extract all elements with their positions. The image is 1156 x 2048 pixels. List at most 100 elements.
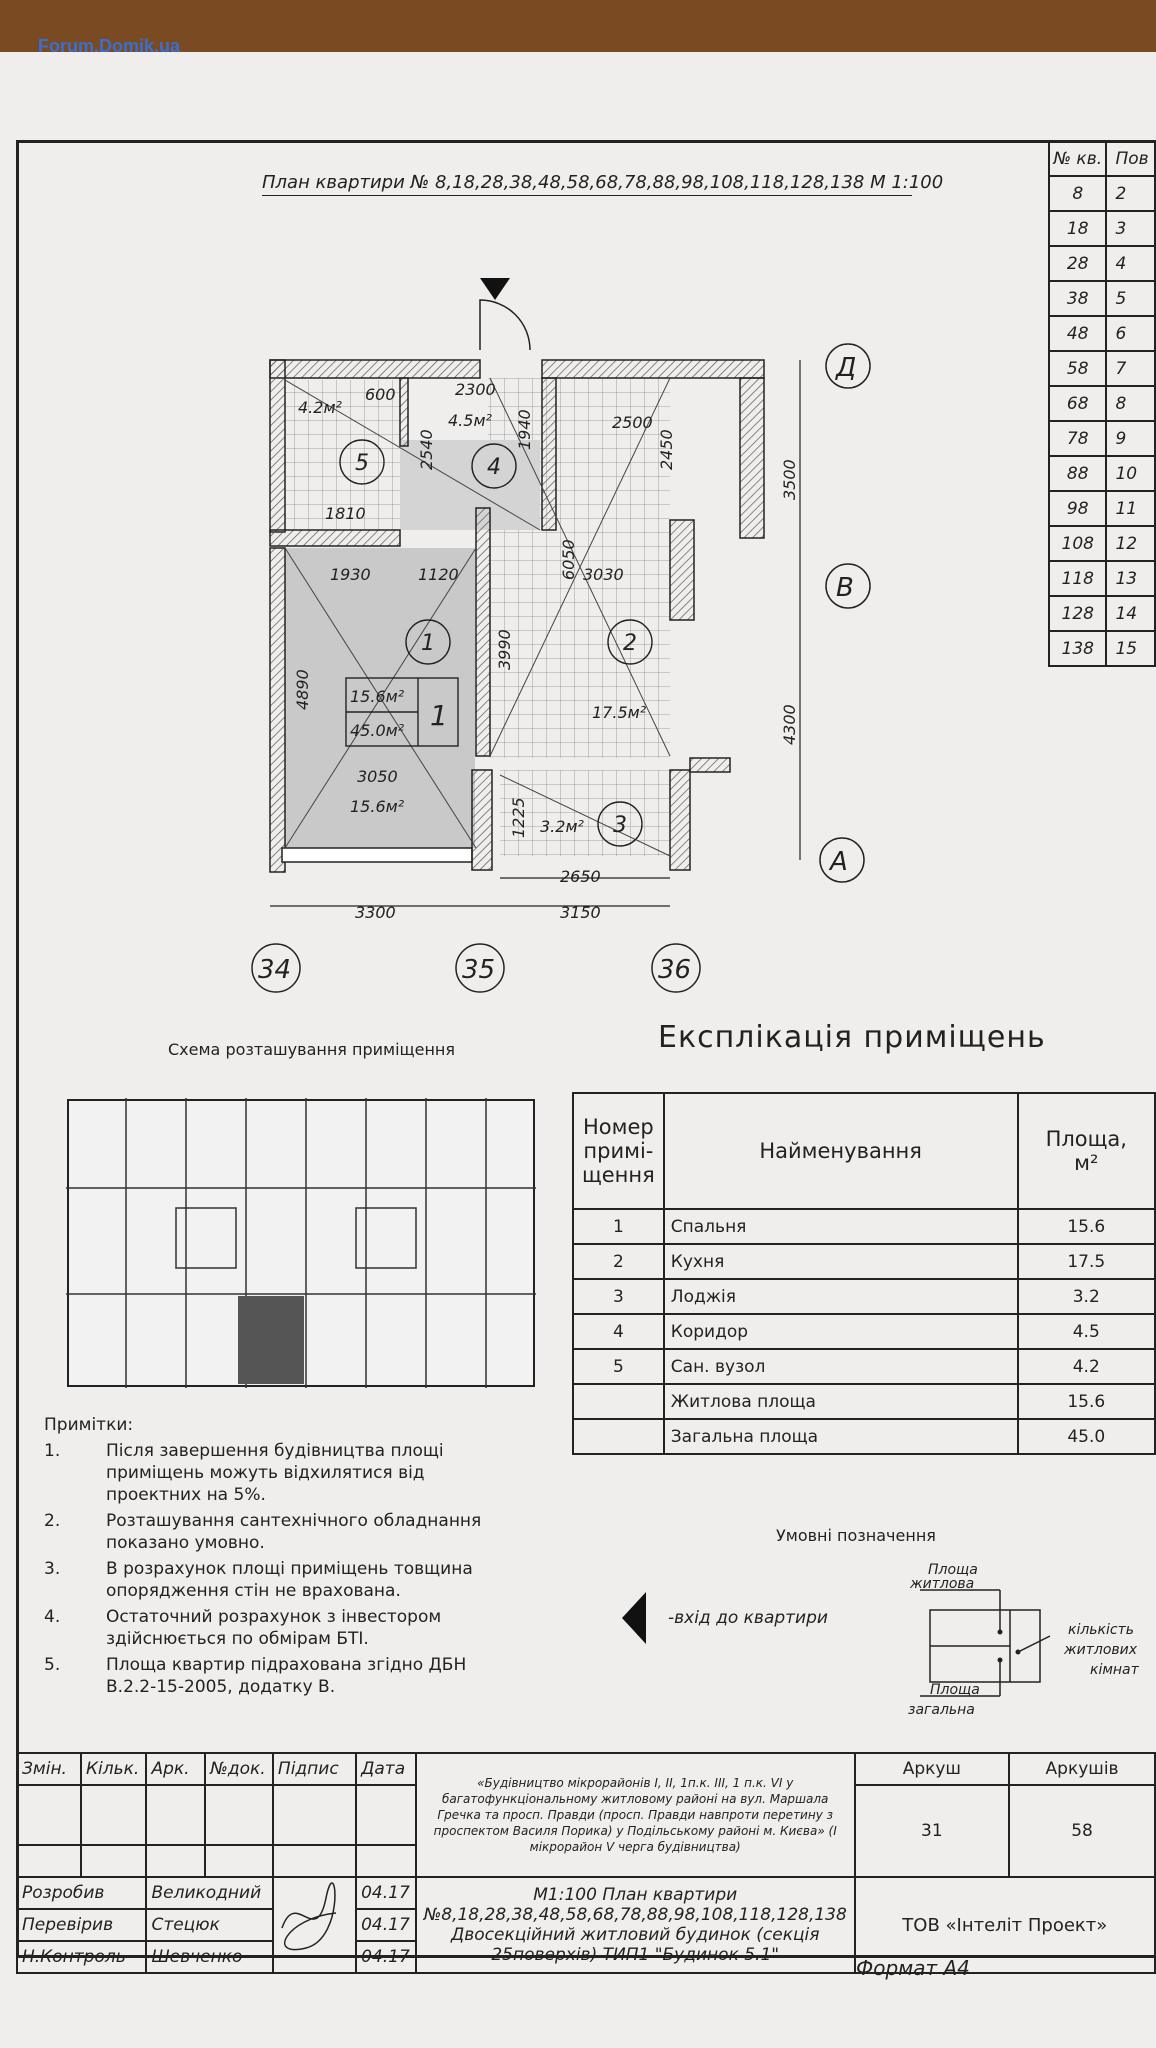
table-cell: 98 <box>1047 490 1108 527</box>
table-cell: 48 <box>1047 315 1108 352</box>
legend-entry: -вхід до квартири <box>668 1608 828 1628</box>
legend-rooms-l2: житлових <box>1063 1642 1138 1658</box>
dim-3150: 3150 <box>560 903 601 922</box>
notes: Примітки: 1.Після завершення будівництва… <box>44 1414 564 1698</box>
title-underline <box>262 195 912 196</box>
label-box-total: 45.0м² <box>350 721 405 740</box>
legend-rooms-l3: кімнат <box>1090 1662 1140 1678</box>
legend-caption: Умовні позначення <box>776 1526 936 1545</box>
corridor-floor <box>400 440 540 530</box>
table-cell: 11 <box>1105 490 1156 527</box>
signature <box>271 1876 358 1974</box>
area-room-5: 4.2м² <box>298 398 343 417</box>
dim-3500: 3500 <box>780 459 799 500</box>
legend-total-l2: загальна <box>908 1702 975 1718</box>
area-room-4: 4.5м² <box>448 411 493 430</box>
table-cell: 5 <box>1105 280 1156 317</box>
table-cell: 118 <box>1047 560 1108 597</box>
axis-row-V: В <box>836 573 854 603</box>
dim-2650: 2650 <box>560 867 601 886</box>
table-cell: 138 <box>1047 630 1108 667</box>
table-cell: 13 <box>1105 560 1156 597</box>
room-number-5: 5 <box>355 451 369 476</box>
dim-2450: 2450 <box>657 429 676 470</box>
walls <box>269 359 765 873</box>
bath-floor <box>285 380 400 530</box>
dim-3030: 3030 <box>583 565 624 584</box>
table-cell: 2 <box>1105 175 1156 212</box>
table-header: № кв. <box>1047 140 1108 177</box>
loggia-floor <box>500 770 670 856</box>
table-cell: 14 <box>1105 595 1156 632</box>
dim-3300: 3300 <box>355 903 396 922</box>
dim-2540: 2540 <box>417 429 436 470</box>
axis-row-D: Д <box>835 353 856 383</box>
table-cell: 58 <box>1047 350 1108 387</box>
axis-col-35: 35 <box>462 955 495 985</box>
dim-1120: 1120 <box>418 565 459 584</box>
table-cell: 38 <box>1047 280 1108 317</box>
header-number: Номер примі- щення <box>572 1092 665 1210</box>
room-number-2: 2 <box>623 631 637 656</box>
label-box-rooms: 1 <box>430 699 448 732</box>
highlighted-apartment <box>238 1296 304 1384</box>
axis-col-36: 36 <box>658 955 691 985</box>
title-block: Змін. Кільк. Арк. №док. Підпис Дата «Буд… <box>15 1752 1156 1974</box>
format-label: Формат А4 <box>856 1956 970 1980</box>
table-cell: 78 <box>1047 420 1108 457</box>
dim-3050: 3050 <box>357 767 398 786</box>
dim-4890: 4890 <box>293 669 312 710</box>
table-cell: 108 <box>1047 525 1108 562</box>
header-name: Найменування <box>662 1092 1019 1210</box>
dim-2300: 2300 <box>455 380 496 399</box>
room-number-3: 3 <box>613 813 627 838</box>
plan-title: План квартири № 8,18,28,38,48,58,68,78,8… <box>262 172 944 193</box>
table-cell: 68 <box>1047 385 1108 422</box>
notes-heading: Примітки: <box>44 1415 134 1435</box>
dim-3990: 3990 <box>495 629 514 670</box>
floor-plan: 600 2300 2500 1940 2540 2450 1810 1930 1… <box>251 278 871 993</box>
table-cell: 18 <box>1047 210 1108 247</box>
legend-living-l1: Площа <box>928 1562 978 1578</box>
dim-1810: 1810 <box>325 504 366 523</box>
table-cell: 8 <box>1047 175 1108 212</box>
label-box-living: 15.6м² <box>350 687 405 706</box>
axis-col-34: 34 <box>258 955 291 985</box>
table-cell: 10 <box>1105 455 1156 492</box>
explication-title: Експлікація приміщень <box>658 1020 1046 1055</box>
watermark: Forum.Domik.ua <box>38 36 181 56</box>
table-cell: 9 <box>1105 420 1156 457</box>
room-number-4: 4 <box>487 455 501 480</box>
explication-table: Номер примі- щення Найменування Площа, м… <box>572 1092 1156 1455</box>
building-schema <box>66 1098 536 1388</box>
header-area: Площа, м² <box>1016 1092 1156 1210</box>
dim-6050: 6050 <box>559 539 578 580</box>
area-room-3: 3.2м² <box>540 817 585 836</box>
table-header: Пов <box>1105 140 1156 177</box>
table-cell: 6 <box>1105 315 1156 352</box>
table-cell: 28 <box>1047 245 1108 282</box>
table-cell: 4 <box>1105 245 1156 282</box>
area-room-1: 15.6м² <box>350 797 405 816</box>
table-cell: 88 <box>1047 455 1108 492</box>
legend-diagram: Площа житлова Площа загальна кількість ж… <box>908 1562 1140 1718</box>
dim-600: 600 <box>365 385 396 404</box>
dim-4300: 4300 <box>780 704 799 745</box>
room-number-1: 1 <box>421 631 435 656</box>
table-cell: 128 <box>1047 595 1108 632</box>
entry-door <box>479 299 531 351</box>
entry-symbol-icon <box>622 1592 646 1644</box>
table-cell: 7 <box>1105 350 1156 387</box>
